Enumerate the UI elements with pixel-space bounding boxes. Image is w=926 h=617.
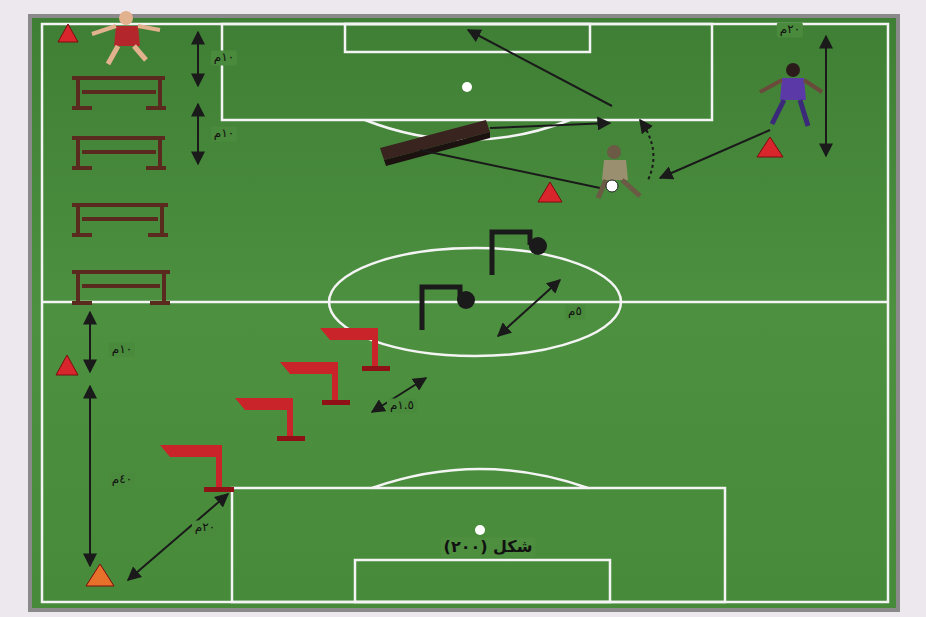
grass bbox=[32, 18, 896, 608]
dimension-label: ١٠م bbox=[211, 126, 237, 141]
player-purple bbox=[760, 63, 822, 126]
dimension-label: ٢٠م bbox=[777, 22, 803, 37]
rebound-board bbox=[380, 120, 490, 166]
player-shooter bbox=[598, 145, 640, 198]
dimension-label: ١٠م bbox=[211, 50, 237, 65]
figure-caption: شكل (٢٠٠) bbox=[441, 537, 536, 557]
dimension-label: ١٠م bbox=[109, 342, 135, 357]
movement-arrows bbox=[420, 30, 770, 188]
dimension-label: ٢٠م bbox=[192, 520, 218, 535]
red-flags bbox=[160, 328, 390, 492]
dimension-arrows bbox=[90, 32, 826, 580]
player-red bbox=[92, 11, 160, 64]
dimension-label: ٤٠م bbox=[109, 472, 135, 487]
pitch-lines bbox=[42, 24, 888, 602]
black-flags bbox=[422, 232, 530, 330]
dimension-label: ١.٥م bbox=[387, 398, 417, 413]
dimension-label: ٥م bbox=[565, 304, 585, 319]
cones bbox=[56, 24, 783, 586]
hurdles bbox=[72, 78, 170, 303]
frame bbox=[28, 14, 900, 612]
